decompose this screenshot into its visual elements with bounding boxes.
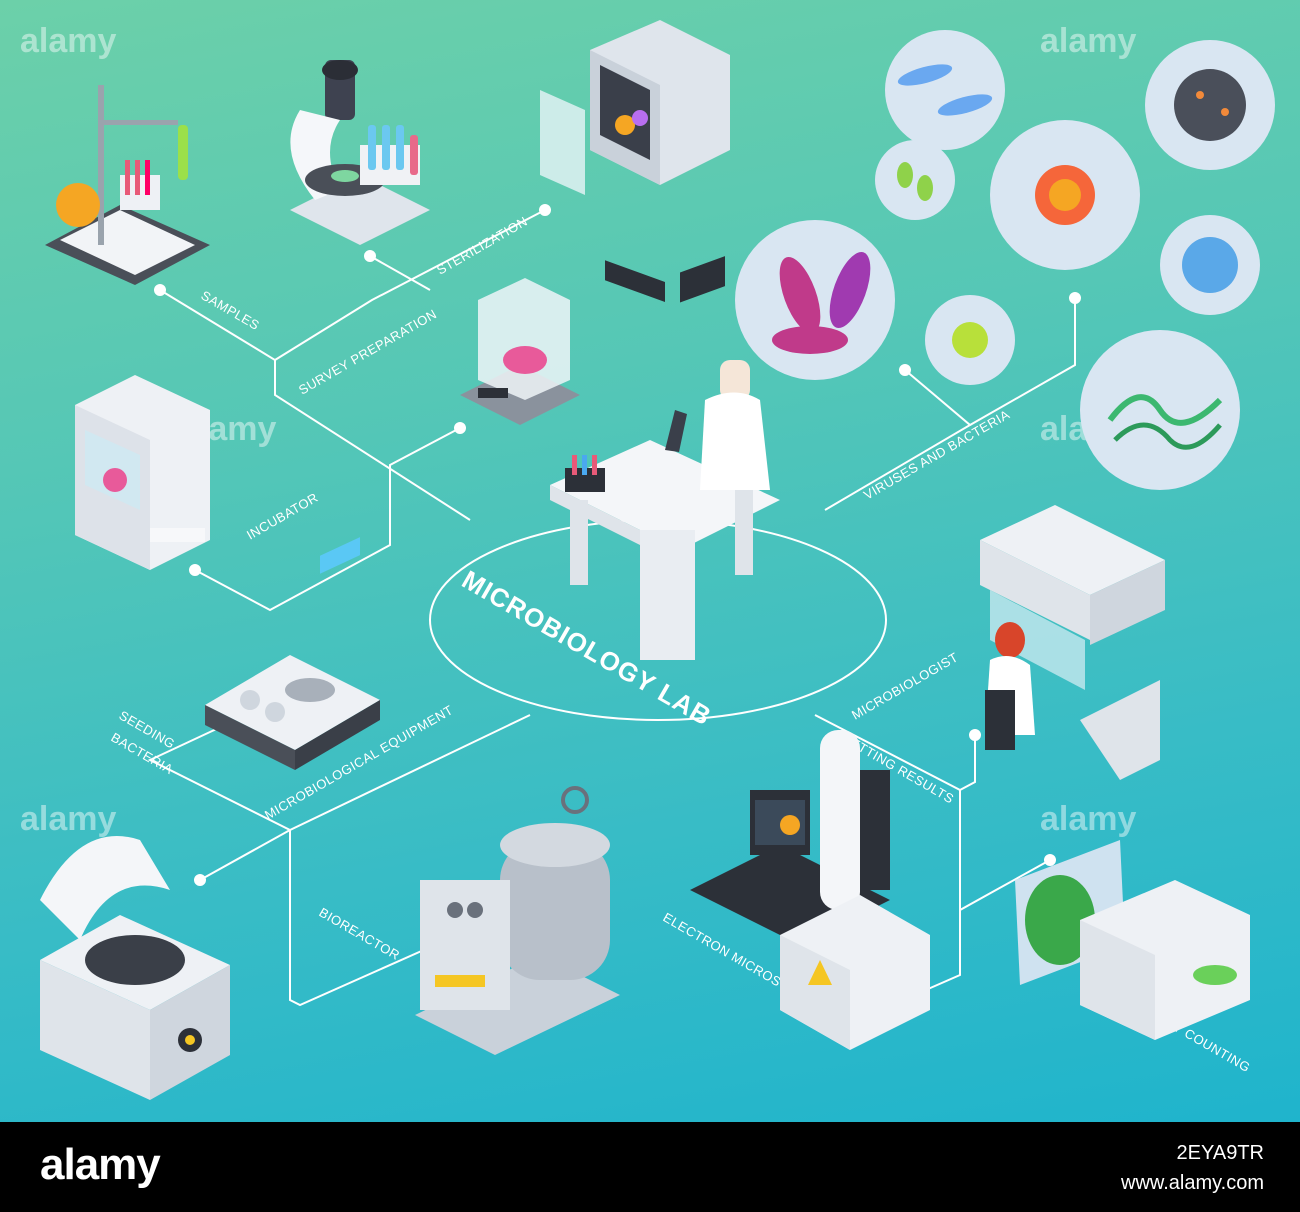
watermark-text: alamy <box>20 22 116 60</box>
watermark-text: alamy <box>1040 22 1136 60</box>
colony-counter-illustration <box>1015 840 1250 1040</box>
infographic-canvas: alamy alamy alamy alamy alamy alamy SAMP… <box>0 0 1300 1122</box>
sterilizer-illustration <box>540 20 730 303</box>
fume-hood-illustration <box>980 505 1165 780</box>
line-incubator <box>194 427 461 612</box>
watermark-footer: alamy 2EYA9TR www.alamy.com <box>0 1122 1300 1212</box>
label-bioreactor: BIOREACTOR <box>317 905 403 963</box>
line-microbiologist-b <box>959 735 976 791</box>
watermark-text: alamy <box>20 800 116 838</box>
line-centrifuge <box>199 829 291 881</box>
electron-microscope-illustration <box>690 730 930 1050</box>
image-id: 2EYA9TR <box>1176 1142 1264 1164</box>
scientist-desk-illustration <box>550 256 780 660</box>
line-microbiologist <box>814 714 1051 912</box>
watermark-text: alamy <box>1040 800 1136 838</box>
incubator-illustration <box>75 375 210 570</box>
bioreactor-illustration <box>415 786 620 1055</box>
footer-logo: alamy <box>40 1140 161 1189</box>
label-survey-preparation: SURVEY PREPARATION <box>296 306 439 397</box>
label-incubator: INCUBATOR <box>244 490 321 543</box>
line-bioreactor <box>289 830 436 1007</box>
line-viruses-b <box>969 298 1076 426</box>
line-survey-prep <box>369 255 431 291</box>
line-samples <box>159 289 471 521</box>
label-samples: SAMPLES <box>199 288 263 333</box>
centrifuge-illustration <box>40 836 230 1100</box>
label-viruses-bacteria: VIRUSES AND BACTERIA <box>861 407 1012 503</box>
line-seeding <box>147 714 531 832</box>
microbes-illustration <box>735 30 1275 490</box>
seeding-device-illustration <box>205 537 380 770</box>
label-sterilization: STERILIZATION <box>434 213 530 277</box>
line-sterilization <box>274 209 546 361</box>
flowchart-svg: alamy alamy alamy alamy alamy alamy SAMP… <box>20 20 1275 1100</box>
site-url: www.alamy.com <box>1121 1172 1264 1194</box>
samples-illustration <box>45 85 210 285</box>
microscope-illustration <box>290 60 430 245</box>
balance-illustration <box>460 278 580 425</box>
